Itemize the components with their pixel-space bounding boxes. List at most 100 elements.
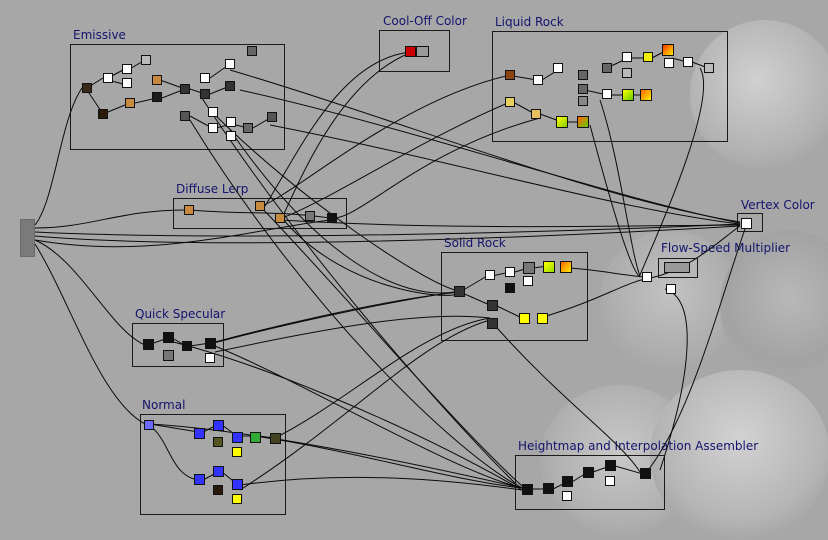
liquid-rock-node[interactable] [662, 44, 674, 56]
solid-rock-node[interactable] [523, 262, 535, 274]
emissive-node[interactable] [152, 75, 162, 85]
liquid-rock-node[interactable] [602, 63, 612, 73]
emissive-node[interactable] [122, 78, 132, 88]
heightmap-node[interactable] [562, 491, 572, 501]
quick-specular-node[interactable] [143, 339, 154, 350]
emissive-node[interactable] [208, 123, 218, 133]
liquid-rock-node[interactable] [578, 84, 588, 94]
emissive-node[interactable] [267, 112, 277, 122]
quick-specular-node[interactable] [163, 350, 174, 361]
liquid-rock-node[interactable] [602, 89, 612, 99]
emissive-node[interactable] [152, 92, 162, 102]
quick-specular-node[interactable] [163, 332, 174, 343]
normal-node[interactable] [232, 494, 242, 504]
heightmap-node[interactable] [522, 484, 533, 495]
normal-node[interactable] [250, 432, 261, 443]
solid-rock-node[interactable] [505, 283, 515, 293]
heightmap-node[interactable] [605, 460, 616, 471]
cool-off-color-swatch[interactable] [405, 46, 416, 57]
group-solid-rock[interactable] [441, 252, 588, 341]
emissive-node[interactable] [200, 89, 210, 99]
normal-node[interactable] [144, 420, 154, 430]
emissive-node[interactable] [103, 73, 113, 83]
liquid-rock-node[interactable] [578, 70, 588, 80]
diffuse-lerp-node[interactable] [255, 201, 265, 211]
solid-rock-node[interactable] [487, 318, 498, 329]
liquid-rock-node[interactable] [533, 75, 543, 85]
group-diffuse-lerp[interactable] [173, 198, 347, 229]
liquid-rock-node[interactable] [577, 116, 589, 128]
heightmap-node[interactable] [605, 476, 615, 486]
liquid-rock-node[interactable] [622, 52, 632, 62]
emissive-node[interactable] [180, 84, 190, 94]
emissive-node[interactable] [125, 98, 135, 108]
liquid-rock-node[interactable] [664, 58, 674, 68]
emissive-node[interactable] [208, 107, 218, 117]
solid-rock-node[interactable] [523, 276, 533, 286]
diffuse-lerp-node[interactable] [327, 213, 337, 223]
group-quick-specular[interactable] [132, 323, 224, 367]
normal-node[interactable] [213, 466, 224, 477]
emissive-node[interactable] [141, 55, 151, 65]
solid-rock-node[interactable] [454, 286, 465, 297]
emissive-node[interactable] [98, 109, 108, 119]
liquid-rock-node[interactable] [556, 116, 568, 128]
vertex-color-node[interactable] [741, 218, 752, 229]
heightmap-node[interactable] [562, 476, 573, 487]
normal-node[interactable] [194, 428, 205, 439]
normal-node[interactable] [213, 485, 223, 495]
liquid-rock-node[interactable] [578, 96, 588, 106]
heightmap-node[interactable] [583, 467, 594, 478]
liquid-rock-node[interactable] [553, 63, 563, 73]
emissive-node[interactable] [180, 111, 190, 121]
normal-node[interactable] [232, 432, 243, 443]
group-emissive[interactable] [70, 44, 285, 150]
root-input-node[interactable] [20, 219, 35, 257]
liquid-rock-node[interactable] [531, 109, 541, 119]
liquid-rock-node[interactable] [683, 57, 693, 67]
emissive-node[interactable] [82, 83, 92, 93]
normal-node[interactable] [194, 474, 205, 485]
emissive-node[interactable] [247, 46, 257, 56]
normal-node[interactable] [213, 420, 224, 431]
group-liquid-rock[interactable] [492, 31, 728, 142]
heightmap-node[interactable] [543, 483, 554, 494]
diffuse-lerp-node[interactable] [184, 205, 194, 215]
emissive-node[interactable] [226, 131, 236, 141]
group-normal[interactable] [140, 414, 286, 515]
diffuse-lerp-node[interactable] [275, 213, 285, 223]
flow-speed-node[interactable] [664, 262, 690, 273]
quick-specular-node[interactable] [205, 338, 216, 349]
liquid-rock-node[interactable] [640, 89, 652, 101]
liquid-rock-node[interactable] [704, 63, 714, 73]
solid-rock-node[interactable] [487, 300, 498, 311]
liquid-rock-node[interactable] [622, 68, 632, 78]
cool-off-color-node[interactable] [416, 46, 429, 57]
liquid-rock-node[interactable] [643, 52, 653, 62]
emissive-node[interactable] [200, 73, 210, 83]
quick-specular-node[interactable] [182, 341, 192, 351]
emissive-node[interactable] [226, 117, 236, 127]
normal-node[interactable] [213, 437, 223, 447]
solid-rock-node[interactable] [485, 270, 495, 280]
flow-speed-node[interactable] [642, 272, 652, 282]
solid-rock-node[interactable] [519, 313, 530, 324]
emissive-node[interactable] [225, 59, 235, 69]
group-flow-speed-multiplier[interactable] [658, 258, 698, 278]
group-heightmap-assembler[interactable] [515, 455, 665, 510]
liquid-rock-node[interactable] [622, 89, 634, 101]
normal-node[interactable] [232, 479, 243, 490]
liquid-rock-node[interactable] [505, 70, 515, 80]
liquid-rock-node[interactable] [505, 97, 515, 107]
emissive-node[interactable] [243, 123, 253, 133]
diffuse-lerp-node[interactable] [305, 211, 315, 221]
normal-node[interactable] [270, 433, 281, 444]
quick-specular-node[interactable] [205, 353, 215, 363]
group-cool-off-color[interactable] [379, 30, 450, 72]
solid-rock-node[interactable] [560, 261, 572, 273]
emissive-node[interactable] [225, 81, 235, 91]
heightmap-node[interactable] [640, 468, 651, 479]
flow-speed-node[interactable] [666, 284, 676, 294]
normal-node[interactable] [232, 447, 242, 457]
